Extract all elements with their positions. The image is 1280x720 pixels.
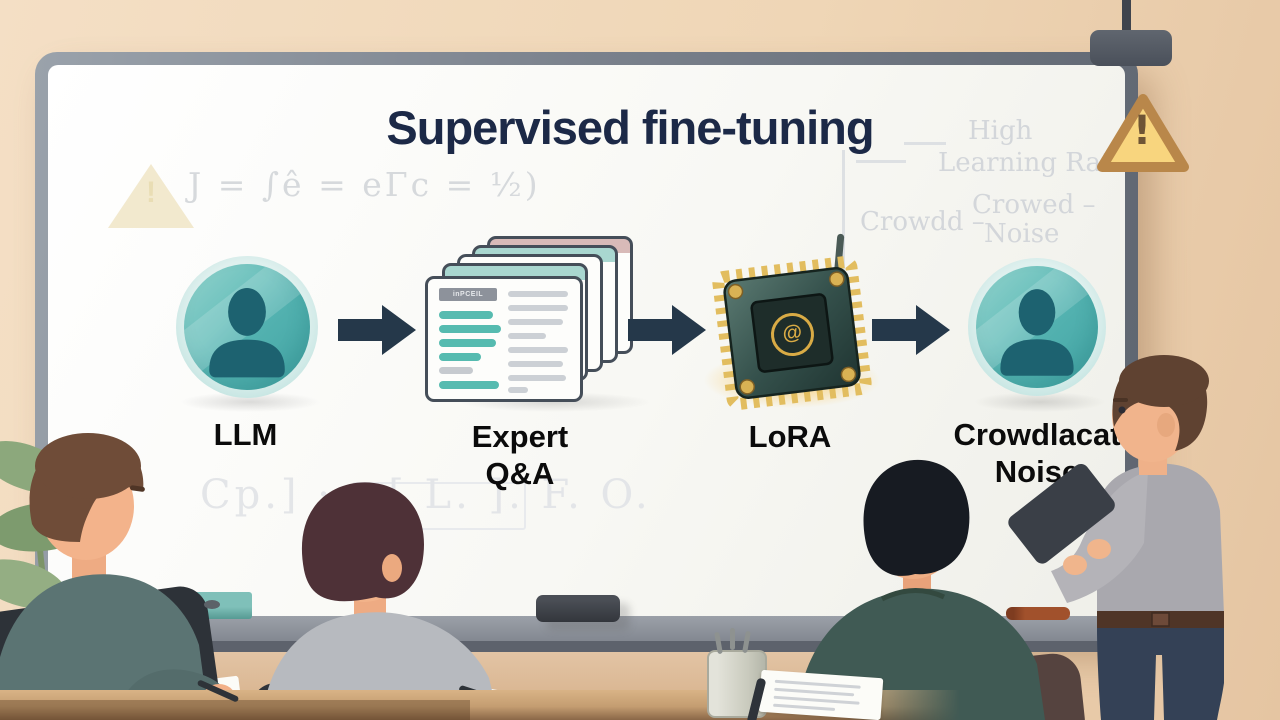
arrow-right-icon — [628, 305, 706, 355]
flow-label-crowd-line1: Crowdlacat — [953, 417, 1121, 452]
chip-screw — [829, 271, 845, 287]
faint-warning-glyph: ! — [146, 176, 156, 209]
doc-line-gray — [439, 367, 473, 374]
notebook-line — [773, 703, 836, 712]
doc-line-gray — [508, 375, 566, 381]
chip-screw — [739, 379, 755, 395]
flow-label-lora: LoRA — [710, 418, 870, 455]
warning-triangle-icon — [1097, 94, 1189, 172]
documents-icon: inPCEIL — [425, 236, 640, 411]
person-silhouette-icon — [209, 287, 285, 378]
faint-connector-line-h2 — [856, 160, 906, 163]
doc-line-gray — [508, 319, 563, 325]
desk-surface-left — [0, 700, 470, 720]
brown-marker — [1006, 607, 1070, 620]
teacher — [1008, 355, 1224, 720]
belt-buckle — [1151, 612, 1170, 627]
chip-die — [750, 293, 834, 373]
doc-line-gray — [508, 305, 568, 311]
doc-line-gray — [508, 387, 528, 393]
flow-label-llm-line: LLM — [213, 417, 278, 452]
doc-line-gray — [508, 347, 568, 353]
board-mount-pole — [1122, 0, 1131, 36]
chip-body-group — [712, 233, 872, 411]
doc-card-front: inPCEIL — [425, 276, 583, 402]
doc-line-teal — [439, 381, 499, 389]
student-left — [0, 433, 235, 720]
doc-line-teal — [439, 339, 496, 347]
marker-tray-front — [35, 641, 1138, 652]
cup-pen — [730, 628, 735, 650]
arrow-right-icon — [872, 305, 950, 355]
arrow-right-icon — [338, 305, 416, 355]
doc-line-teal — [439, 325, 501, 333]
llm-shadow — [180, 392, 320, 412]
person-silhouette-icon — [1000, 289, 1074, 376]
flow-label-expert-qa: Expert Q&A — [430, 418, 610, 492]
black-eraser — [536, 595, 620, 622]
teal-eraser-knob — [204, 600, 220, 609]
notebook-right — [758, 669, 884, 720]
flow-label-llm: LLM — [168, 416, 323, 453]
faint-text-learning-rate: Learning Rate — [938, 148, 1127, 178]
doc-line-gray — [508, 291, 568, 297]
notebook-line — [774, 679, 861, 689]
notebook-line — [774, 687, 855, 697]
page-title: Supervised fine-tuning — [386, 101, 874, 154]
faint-connector-line-vertical — [842, 150, 845, 320]
doc-line-gray — [508, 333, 546, 339]
crowd-shadow — [975, 392, 1105, 412]
chip-screw — [727, 283, 744, 300]
doc-header-bar: inPCEIL — [439, 288, 497, 301]
faint-formula-bottom: Cp.] ·= [ L. ]. F. O. — [200, 472, 652, 518]
flow-label-lora-line: LoRA — [748, 419, 832, 454]
chip-screw — [840, 366, 857, 383]
person-circle-icon — [176, 256, 318, 398]
board-mount-bracket — [1090, 30, 1172, 66]
faint-text-crowed: Crowed – — [972, 190, 1096, 220]
student-right — [797, 459, 1085, 720]
tablet — [1008, 463, 1115, 564]
person-circle-icon — [968, 258, 1106, 396]
faint-connector-line-h1 — [904, 142, 946, 145]
faint-text-high: High — [968, 116, 1033, 146]
student-center — [251, 482, 512, 720]
flow-label-expert-line2: Q&A — [485, 456, 555, 491]
warning-exclamation-glyph: ! — [1132, 108, 1152, 154]
faint-text-noise: Noise — [984, 219, 1060, 249]
doc-line-teal — [439, 311, 493, 319]
flow-label-expert-line1: Expert — [471, 419, 569, 454]
flow-label-crowdlacat-noise: Crowdlacat Noise — [922, 416, 1152, 490]
chip-icon — [704, 233, 880, 411]
doc-line-teal — [439, 353, 481, 361]
faint-formula-top: J = ∫ê = eΓc = ½) — [188, 165, 541, 204]
notebook-line — [773, 695, 860, 705]
faint-text-crowdd: Crowdd – — [860, 207, 985, 237]
pants — [1097, 628, 1224, 720]
doc-line-gray — [508, 361, 563, 367]
